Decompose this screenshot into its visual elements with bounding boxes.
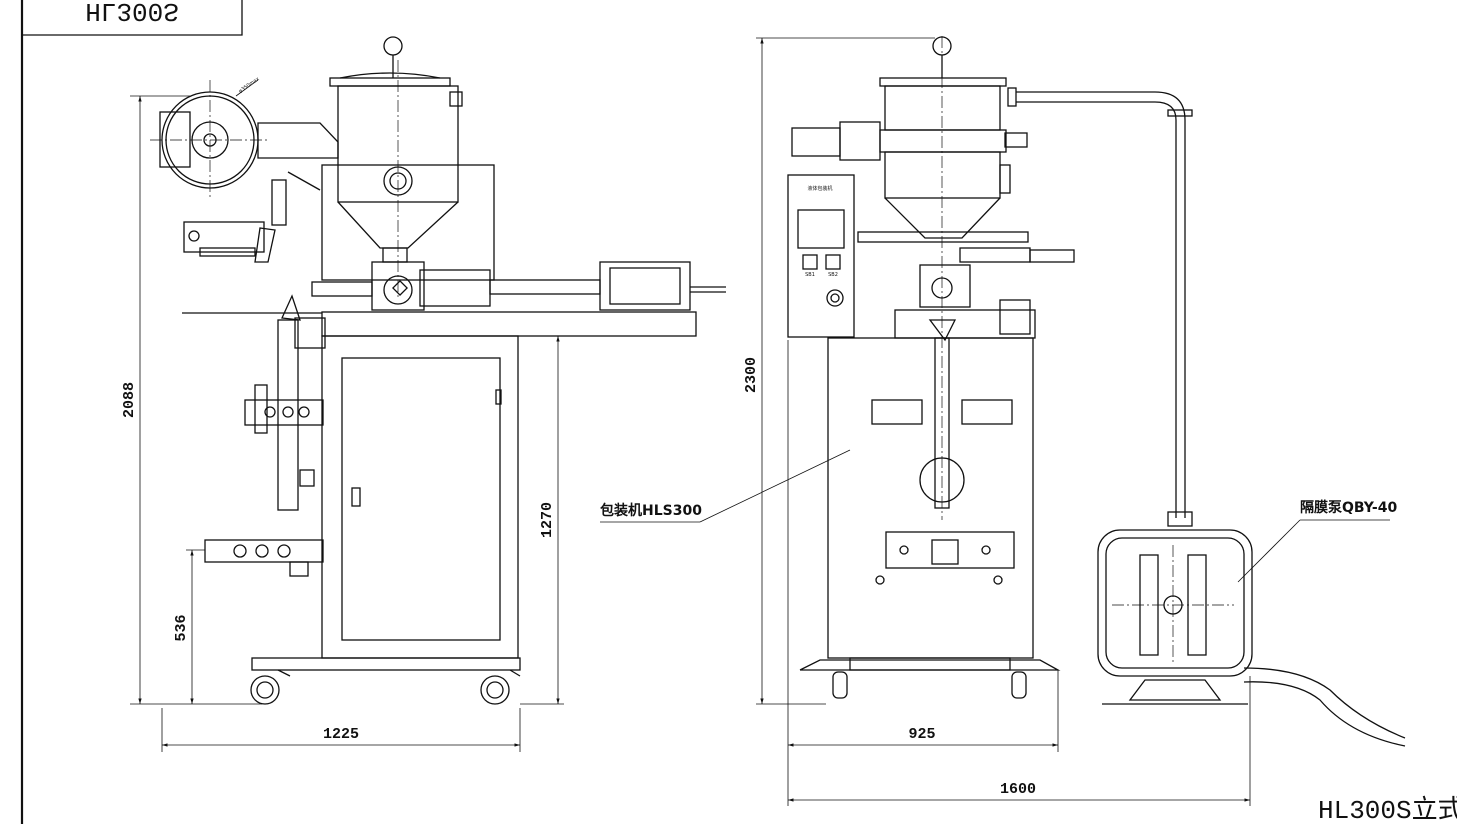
drawing-title: HL300S立式 xyxy=(1318,795,1457,824)
hopper-side xyxy=(329,36,463,300)
drawing-frame xyxy=(20,0,243,824)
cabinet-front xyxy=(799,337,1061,699)
supply-pipe xyxy=(1007,87,1193,527)
dim-left-width: 1225 xyxy=(323,726,359,743)
machine-table xyxy=(321,311,697,337)
leader-lines xyxy=(600,449,1390,583)
panel-title: 液体包装机 xyxy=(807,185,832,192)
dimensions-left xyxy=(130,95,564,752)
side-view-machine: φ350max xyxy=(121,36,726,752)
panel-button-1: SB1 xyxy=(805,272,815,278)
hopper-front xyxy=(879,36,1028,520)
label-diaphragm-pump: 隔膜泵QBY-40 xyxy=(1300,499,1397,516)
panel-button-2: SB2 xyxy=(828,272,838,278)
dim-overall-width: 1600 xyxy=(1000,781,1036,798)
dim-left-height-table: 1270 xyxy=(539,502,556,538)
cabinet-side xyxy=(250,335,521,705)
dim-left-height-lower: 536 xyxy=(173,614,190,641)
diaphragm-pump xyxy=(1097,529,1406,747)
dim-left-height-total: 2088 xyxy=(121,382,138,418)
filling-pump-side xyxy=(311,261,726,311)
title-block-code: HL300S xyxy=(85,0,179,26)
svg-text:φ350max: φ350max xyxy=(238,76,261,95)
control-panel: 液体包装机 SB1 SB2 xyxy=(787,174,855,338)
dimensions-right xyxy=(756,37,1251,806)
label-packing-machine: 包装机HLS300 xyxy=(600,502,702,519)
front-view-machine: 液体包装机 SB1 SB2 xyxy=(743,36,1406,806)
dim-right-height-total: 2300 xyxy=(743,357,760,393)
film-roll: φ350max xyxy=(150,76,270,200)
dim-right-width: 925 xyxy=(908,726,935,743)
